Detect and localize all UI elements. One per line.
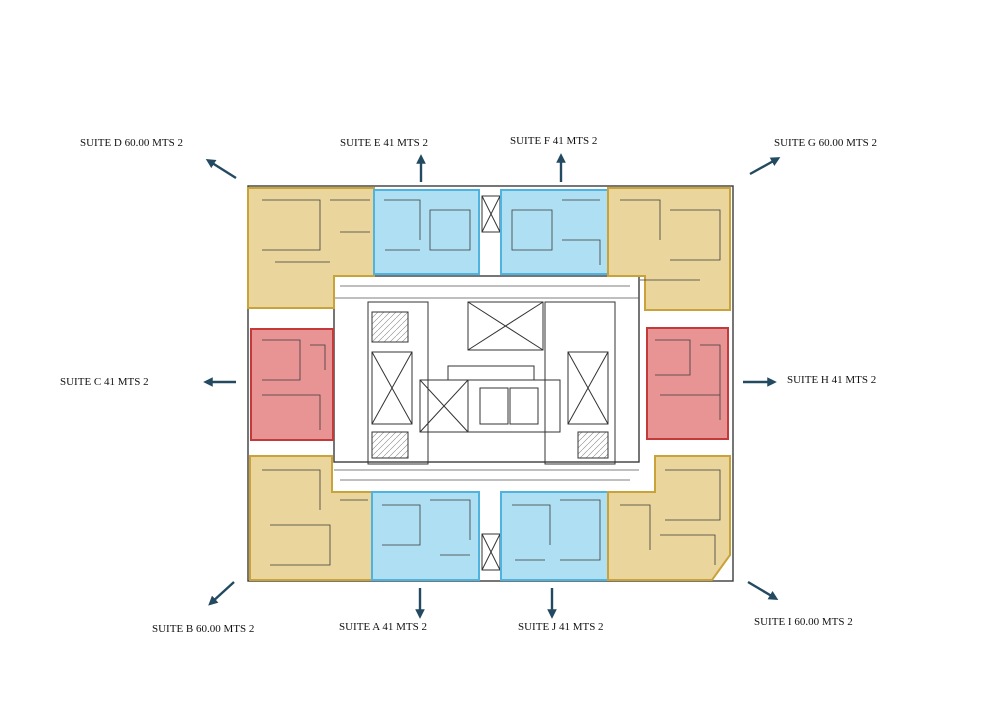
suite-d-area [247,187,375,309]
suite-label-b: SUITE B 60.00 MTS 2 [152,623,255,635]
suite-label-f: SUITE F 41 MTS 2 [510,135,598,147]
arrows [203,153,781,619]
arrow-icon [747,580,779,600]
suite-h-area [646,327,729,440]
suite-a-area [371,491,480,581]
suite-c-area [250,328,334,441]
suite-j-area [500,491,609,581]
suite-label-a: SUITE A 41 MTS 2 [339,621,428,633]
suite-overlays [247,187,731,581]
suite-label-g: SUITE G 60.00 MTS 2 [774,137,877,149]
suite-label-h: SUITE H 41 MTS 2 [787,374,877,386]
suite-g-area [607,187,731,311]
suite-b-area [249,455,373,581]
suite-label-c: SUITE C 41 MTS 2 [60,376,149,388]
arrow-icon [208,581,235,606]
suite-label-d: SUITE D 60.00 MTS 2 [80,137,183,149]
interior-walls [262,199,721,566]
suite-e-area [373,189,480,275]
suite-label-i: SUITE I 60.00 MTS 2 [754,616,853,628]
suite-i-area [607,455,731,581]
suite-f-area [500,189,609,275]
suite-label-j: SUITE J 41 MTS 2 [518,621,604,633]
arrow-icon [205,158,237,180]
suite-label-e: SUITE E 41 MTS 2 [340,137,428,149]
building-core [367,195,616,571]
arrow-icon [749,157,781,176]
corridor [334,285,639,481]
